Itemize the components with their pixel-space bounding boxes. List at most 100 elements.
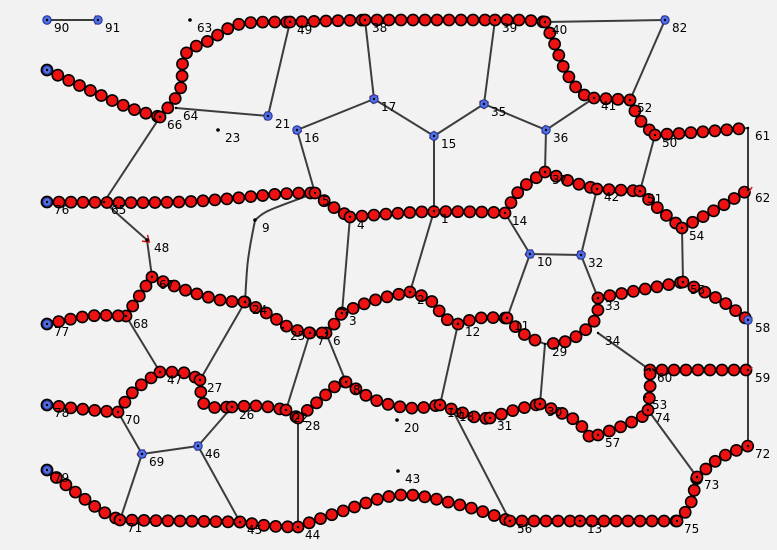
node-label-42: 42 bbox=[604, 190, 619, 204]
bead-76-5-11 bbox=[172, 195, 186, 209]
arrow-61-62 bbox=[743, 186, 753, 195]
node-60 bbox=[648, 368, 652, 372]
bead-30-57-4 bbox=[575, 420, 589, 433]
node-label-26: 26 bbox=[239, 408, 254, 422]
bead-44-56-14 bbox=[453, 498, 467, 512]
bead-n_left1-66-1 bbox=[51, 68, 65, 82]
edge-4-3 bbox=[341, 216, 351, 314]
node-label-69: 69 bbox=[149, 455, 164, 469]
node-43 bbox=[396, 469, 400, 473]
bead-n_left1-66-9 bbox=[139, 106, 153, 120]
edge-1-2 bbox=[409, 210, 435, 293]
bead-45-44-3 bbox=[269, 520, 283, 533]
node-label-34: 34 bbox=[605, 334, 620, 348]
bead-39-40-2 bbox=[512, 13, 526, 27]
bead-38-39-9 bbox=[466, 13, 480, 27]
node-56 bbox=[508, 519, 512, 523]
bead-76-5-13 bbox=[196, 194, 210, 208]
arrow-46-26 bbox=[226, 403, 235, 413]
bead-47-27-1 bbox=[165, 365, 179, 379]
bead-76-5-4 bbox=[88, 195, 102, 209]
bead-8-19-5 bbox=[393, 400, 407, 414]
edge-36-37 bbox=[544, 129, 547, 173]
bead-4-14-4 bbox=[391, 206, 405, 220]
node-center-82 bbox=[663, 18, 667, 22]
bead-4-14-10 bbox=[463, 205, 477, 219]
bead-37-42-3 bbox=[572, 177, 586, 191]
node-49 bbox=[288, 20, 292, 24]
bead-60-59-7 bbox=[727, 363, 741, 377]
bead-24-7-2 bbox=[259, 306, 273, 320]
node-51 bbox=[638, 189, 642, 193]
node-label-59: 59 bbox=[755, 371, 770, 385]
bead-38-39-3 bbox=[394, 13, 408, 27]
edge-5-16 bbox=[296, 129, 316, 194]
arrow-36-37 bbox=[540, 168, 550, 177]
edge-68-47 bbox=[125, 315, 161, 373]
bead-28-8-2 bbox=[310, 396, 323, 410]
bead-37-42-2 bbox=[561, 173, 574, 187]
bead-31-30-1 bbox=[494, 407, 508, 421]
node-20 bbox=[395, 418, 399, 422]
node-28 bbox=[296, 416, 300, 420]
bead-27-26-1 bbox=[194, 385, 208, 399]
bead-8-19-3 bbox=[370, 394, 384, 407]
node-23 bbox=[216, 128, 220, 132]
bead-54-62-3 bbox=[707, 204, 720, 218]
bead-76-5-8 bbox=[136, 196, 150, 209]
bead-79-71-4 bbox=[78, 492, 92, 506]
bead-28-8-4 bbox=[328, 380, 341, 394]
node-label-16: 16 bbox=[304, 131, 319, 145]
bead-4-14-5 bbox=[403, 206, 417, 219]
bead-44-56-9 bbox=[394, 488, 408, 502]
node-12 bbox=[456, 322, 460, 326]
bead-n_left1-66-8 bbox=[127, 103, 141, 116]
bead-2-12-1 bbox=[414, 289, 428, 303]
bead-75-73-1 bbox=[678, 505, 692, 519]
bead-75-73-2 bbox=[684, 495, 698, 509]
bead-76-5-12 bbox=[184, 195, 198, 208]
bead-49-38-1 bbox=[295, 15, 309, 29]
node-center-91 bbox=[96, 18, 100, 22]
node-label-52: 52 bbox=[637, 101, 652, 115]
node-label-54: 54 bbox=[689, 229, 704, 243]
node-center-36 bbox=[544, 128, 548, 132]
bead-73-72-4 bbox=[730, 443, 743, 457]
bead-44-56-5 bbox=[348, 500, 361, 514]
bead-51-54-2 bbox=[650, 201, 664, 214]
bead-71-45-2 bbox=[137, 514, 151, 527]
node-label-41: 41 bbox=[601, 99, 616, 113]
node-label-55: 55 bbox=[690, 283, 705, 297]
bead-4-14-2 bbox=[367, 208, 381, 222]
bead-67-24-2 bbox=[167, 279, 181, 293]
bead-44-56-16 bbox=[476, 505, 490, 518]
bead-11-29-1 bbox=[509, 320, 522, 333]
node-64 bbox=[174, 106, 178, 110]
bead-77-68-4 bbox=[87, 309, 101, 323]
bead-19-31-2 bbox=[456, 406, 469, 420]
bead-49-38-3 bbox=[319, 14, 333, 28]
node-62 bbox=[746, 188, 750, 192]
bead-2-12-3 bbox=[432, 304, 446, 318]
node-label-15: 15 bbox=[441, 137, 456, 151]
edge-42-32 bbox=[580, 188, 598, 256]
bead-55-58-4 bbox=[719, 297, 733, 310]
bead-77-68-6 bbox=[111, 309, 125, 323]
node-22 bbox=[284, 408, 288, 412]
bead-50-61-7 bbox=[732, 122, 746, 136]
node-54 bbox=[680, 226, 684, 230]
bead-55-58-5 bbox=[729, 304, 742, 317]
node-41 bbox=[592, 96, 596, 100]
node-label-28: 28 bbox=[305, 419, 320, 433]
bead-4-14-11 bbox=[475, 205, 489, 219]
node-67 bbox=[150, 275, 154, 279]
node-center-15 bbox=[432, 134, 436, 138]
bead-n_left1-66-2 bbox=[62, 74, 76, 87]
bead-41-52-1 bbox=[599, 92, 613, 106]
bead-31-30-2 bbox=[506, 404, 520, 417]
node-label-78: 78 bbox=[54, 406, 69, 420]
edge-38-17 bbox=[364, 19, 375, 100]
bead-44-56-7 bbox=[370, 492, 384, 506]
edge-16-17 bbox=[296, 98, 375, 131]
